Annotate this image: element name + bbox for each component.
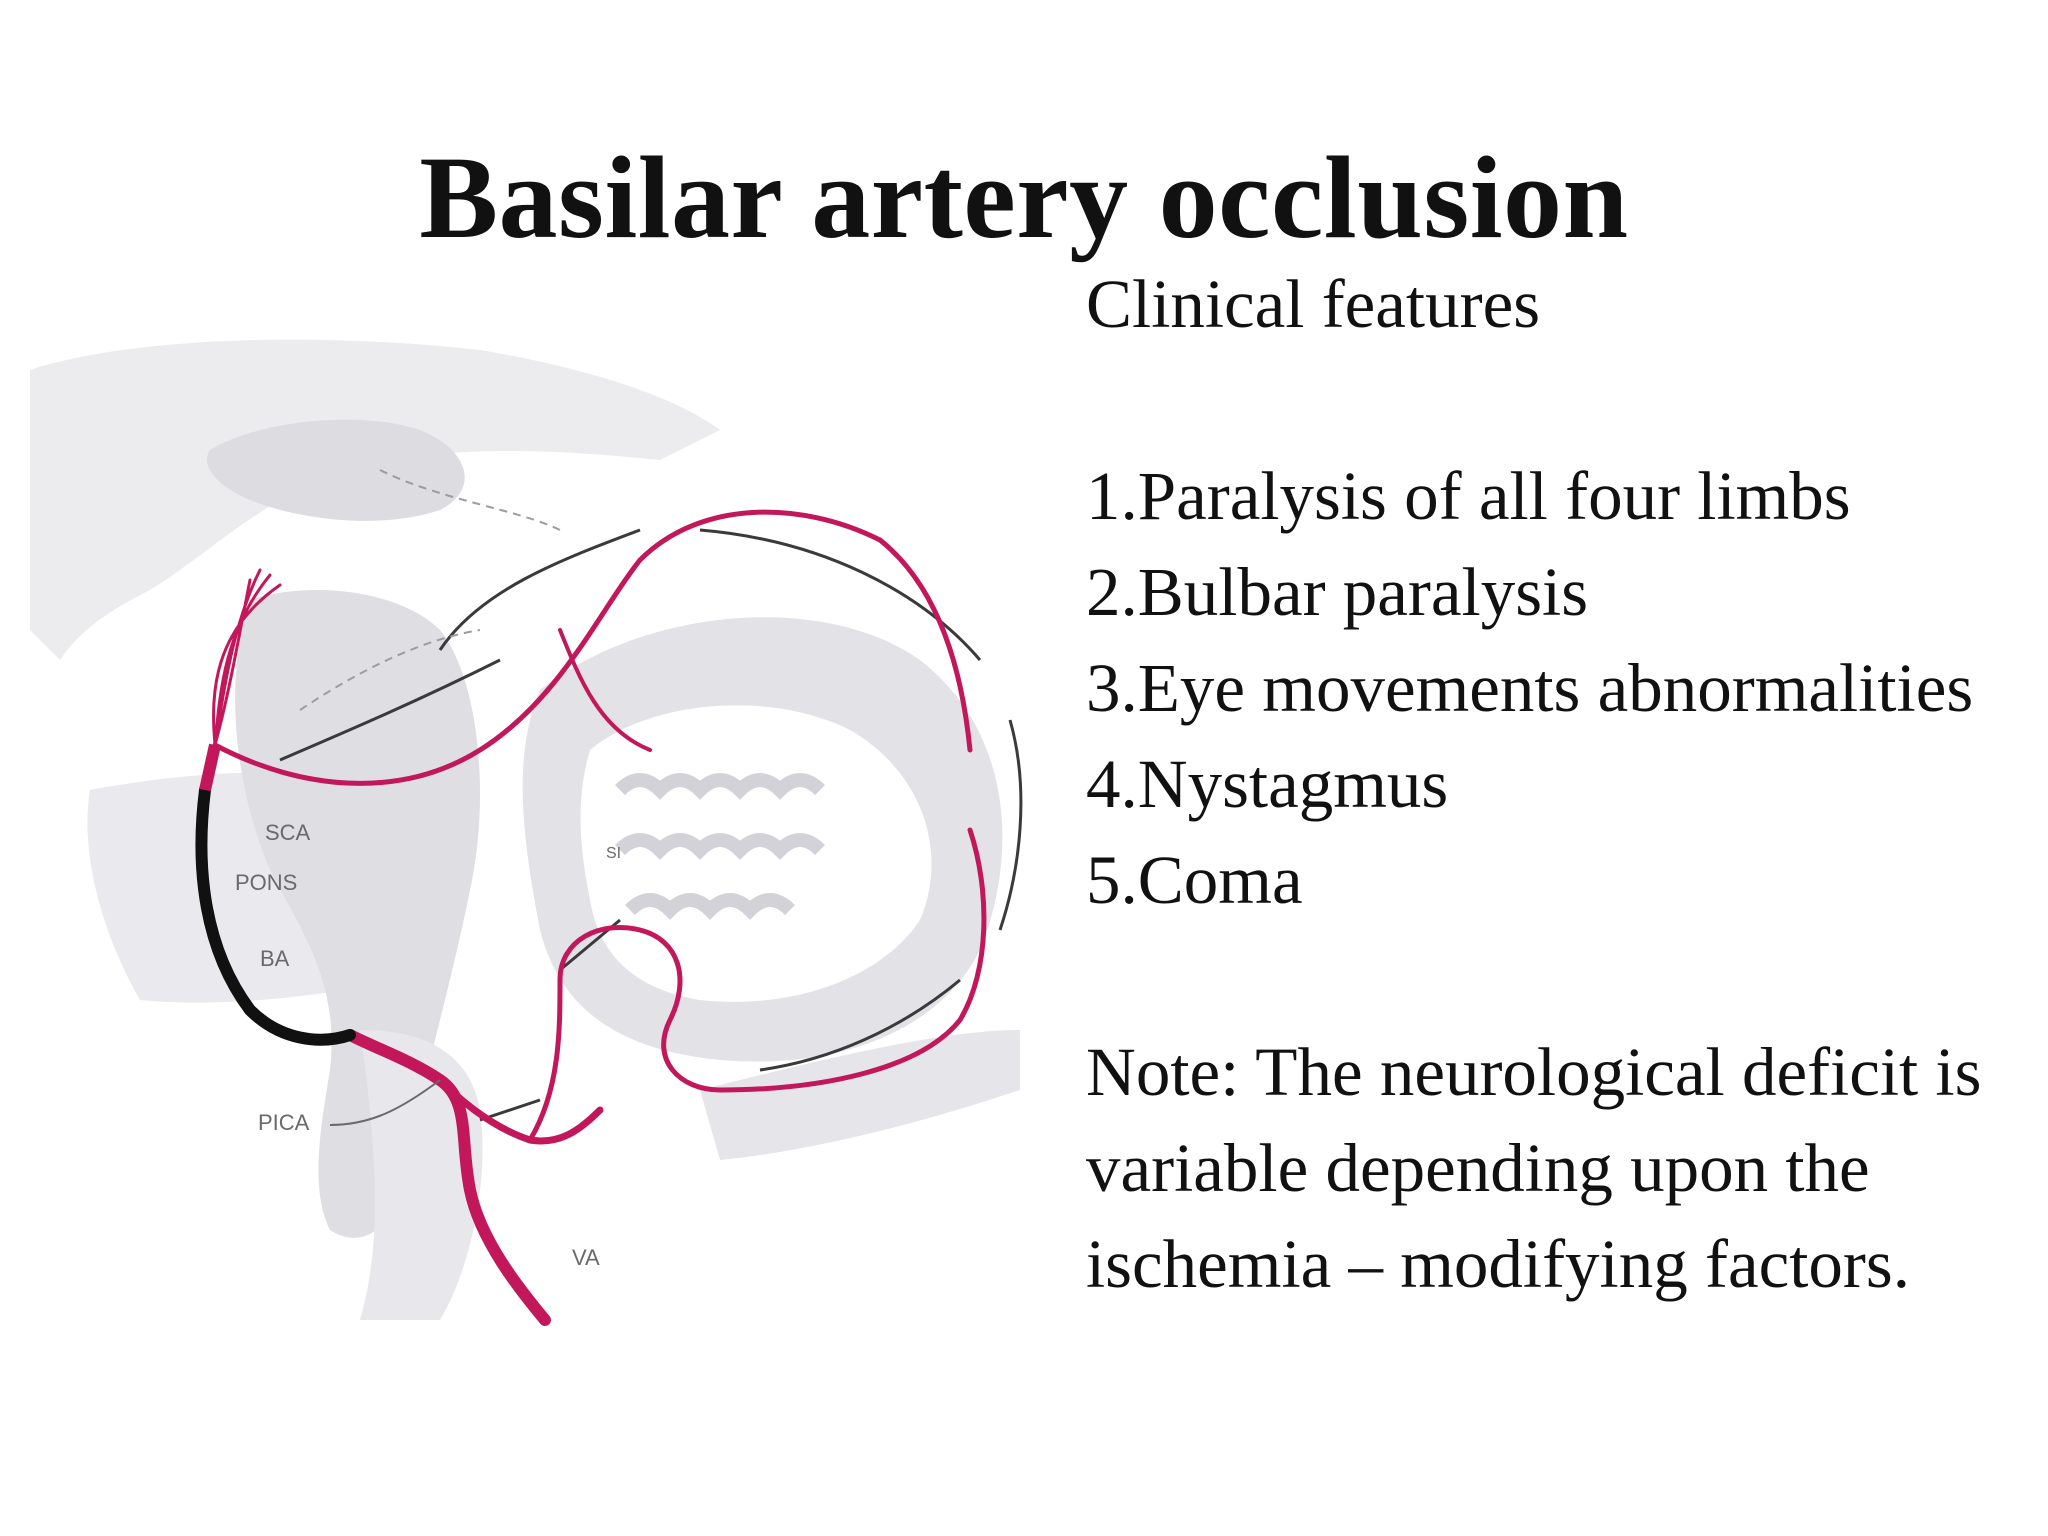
feature-item: 2.Bulbar paralysis bbox=[1086, 554, 1589, 630]
brain-tissue bbox=[30, 339, 1020, 1320]
label-va: VA bbox=[572, 1245, 600, 1270]
basilar-occlusion bbox=[195, 784, 356, 1046]
note: Note: The neurological deficit is variab… bbox=[1086, 1034, 1982, 1302]
slide-title: Basilar artery occlusion bbox=[419, 132, 1629, 264]
label-sca: SCA bbox=[265, 820, 311, 845]
feature-item: 1.Paralysis of all four limbs bbox=[1086, 458, 1851, 534]
subtitle: Clinical features bbox=[1086, 266, 1541, 342]
label-si: SI bbox=[606, 845, 621, 862]
pica-leader bbox=[329, 1079, 441, 1126]
feature-item: 5.Coma bbox=[1086, 842, 1303, 918]
clinical-features-panel: Clinical features 1.Paralysis of all fou… bbox=[1086, 256, 2026, 1312]
basilar-top bbox=[199, 743, 221, 792]
features-list: 1.Paralysis of all four limbs 2.Bulbar p… bbox=[1086, 448, 2026, 928]
dashed-outline bbox=[299, 469, 561, 711]
feature-item: 4.Nystagmus bbox=[1086, 746, 1449, 822]
label-ba: BA bbox=[260, 946, 290, 971]
label-pons: PONS bbox=[235, 870, 297, 895]
feature-item: 3.Eye movements abnormalities bbox=[1086, 650, 1974, 726]
arteries bbox=[212, 509, 987, 1326]
brainstem-arteries-diagram: SCA PONS BA PICA VA SI bbox=[0, 330, 1060, 1330]
anatomy-illustration: SCA PONS BA PICA VA SI bbox=[30, 339, 1023, 1326]
label-pica: PICA bbox=[258, 1110, 310, 1135]
flow-arrows bbox=[279, 528, 1023, 1122]
